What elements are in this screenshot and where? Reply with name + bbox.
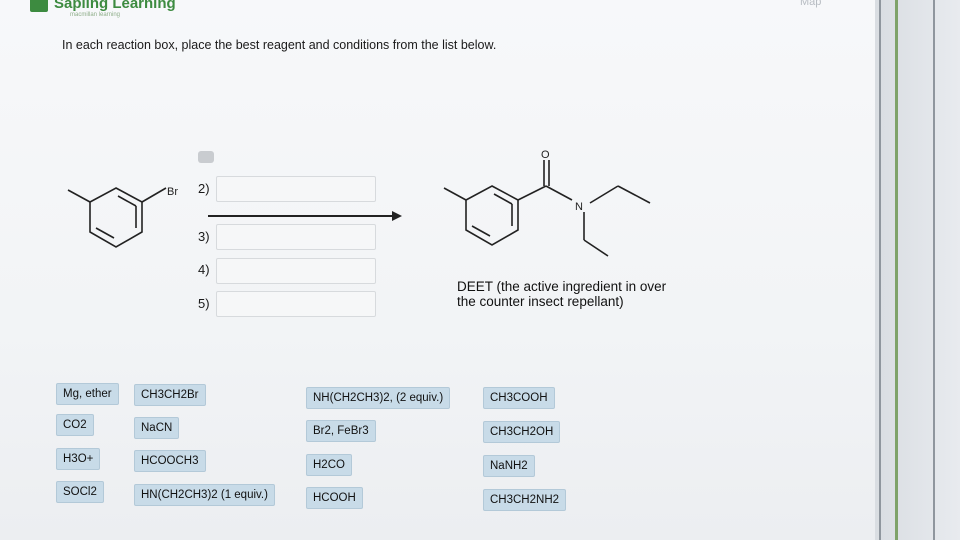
arrow-head-icon xyxy=(392,211,402,221)
logo-subtitle: macmillan learning xyxy=(70,12,121,18)
sapling-logo: Sapling Learning xyxy=(30,0,176,12)
reagent-chip[interactable]: HCOOCH3 xyxy=(134,450,206,472)
reagent-slot-5[interactable] xyxy=(216,291,376,317)
reagent-chip[interactable]: CH3COOH xyxy=(483,387,555,409)
reagent-chip[interactable]: H3O+ xyxy=(56,448,101,470)
window-edge xyxy=(875,0,960,540)
step-number-5: 5) xyxy=(198,296,210,311)
reaction-arrow xyxy=(208,215,394,217)
question-instruction: In each reaction box, place the best rea… xyxy=(62,38,497,52)
map-label[interactable]: Map xyxy=(800,0,822,8)
oxygen-label: O xyxy=(541,149,550,161)
reagent-slot-3[interactable] xyxy=(216,224,376,250)
comment-icon[interactable] xyxy=(198,151,214,163)
reagent-chip[interactable]: CH3CH2NH2 xyxy=(483,489,567,511)
reaction-scheme: Br O N xyxy=(67,149,651,257)
reagent-chip[interactable]: H2CO xyxy=(306,454,352,476)
bromine-label: Br xyxy=(167,186,178,198)
starting-material-ring xyxy=(89,187,143,248)
reagent-chip[interactable]: Br2, FeBr3 xyxy=(306,420,376,442)
reagent-chip[interactable]: CH3CH2OH xyxy=(483,421,561,443)
question-page: Sapling Learning macmillan learning In e… xyxy=(0,0,875,540)
step-number-3: 3) xyxy=(198,229,210,244)
divider xyxy=(879,0,881,540)
reagent-chip[interactable]: NaCN xyxy=(134,417,180,439)
reagent-chip[interactable]: CH3CH2Br xyxy=(134,384,206,406)
reagent-slot-2[interactable] xyxy=(216,176,376,202)
reagent-chip[interactable]: HCOOH xyxy=(306,487,363,509)
sapling-logo-icon xyxy=(30,0,48,12)
step-number-4: 4) xyxy=(198,262,210,277)
step-number-2: 2) xyxy=(198,181,210,196)
reagent-chip[interactable]: NH(CH2CH3)2, (2 equiv.) xyxy=(306,387,451,409)
reagent-chip[interactable]: CO2 xyxy=(56,414,94,436)
product-label: DEET (the active ingredient in over the … xyxy=(457,279,667,309)
reagent-chip[interactable]: NaNH2 xyxy=(483,455,535,477)
reagent-chip[interactable]: HN(CH2CH3)2 (1 equiv.) xyxy=(134,484,275,506)
reagent-slot-4[interactable] xyxy=(216,258,376,284)
reagent-chip[interactable]: Mg, ether xyxy=(56,383,119,405)
nitrogen-label: N xyxy=(575,201,583,213)
reagent-chip[interactable]: SOCl2 xyxy=(56,481,104,503)
divider xyxy=(895,0,898,540)
product-ring xyxy=(465,185,519,246)
logo-text: Sapling Learning xyxy=(54,0,176,12)
divider xyxy=(933,0,935,540)
